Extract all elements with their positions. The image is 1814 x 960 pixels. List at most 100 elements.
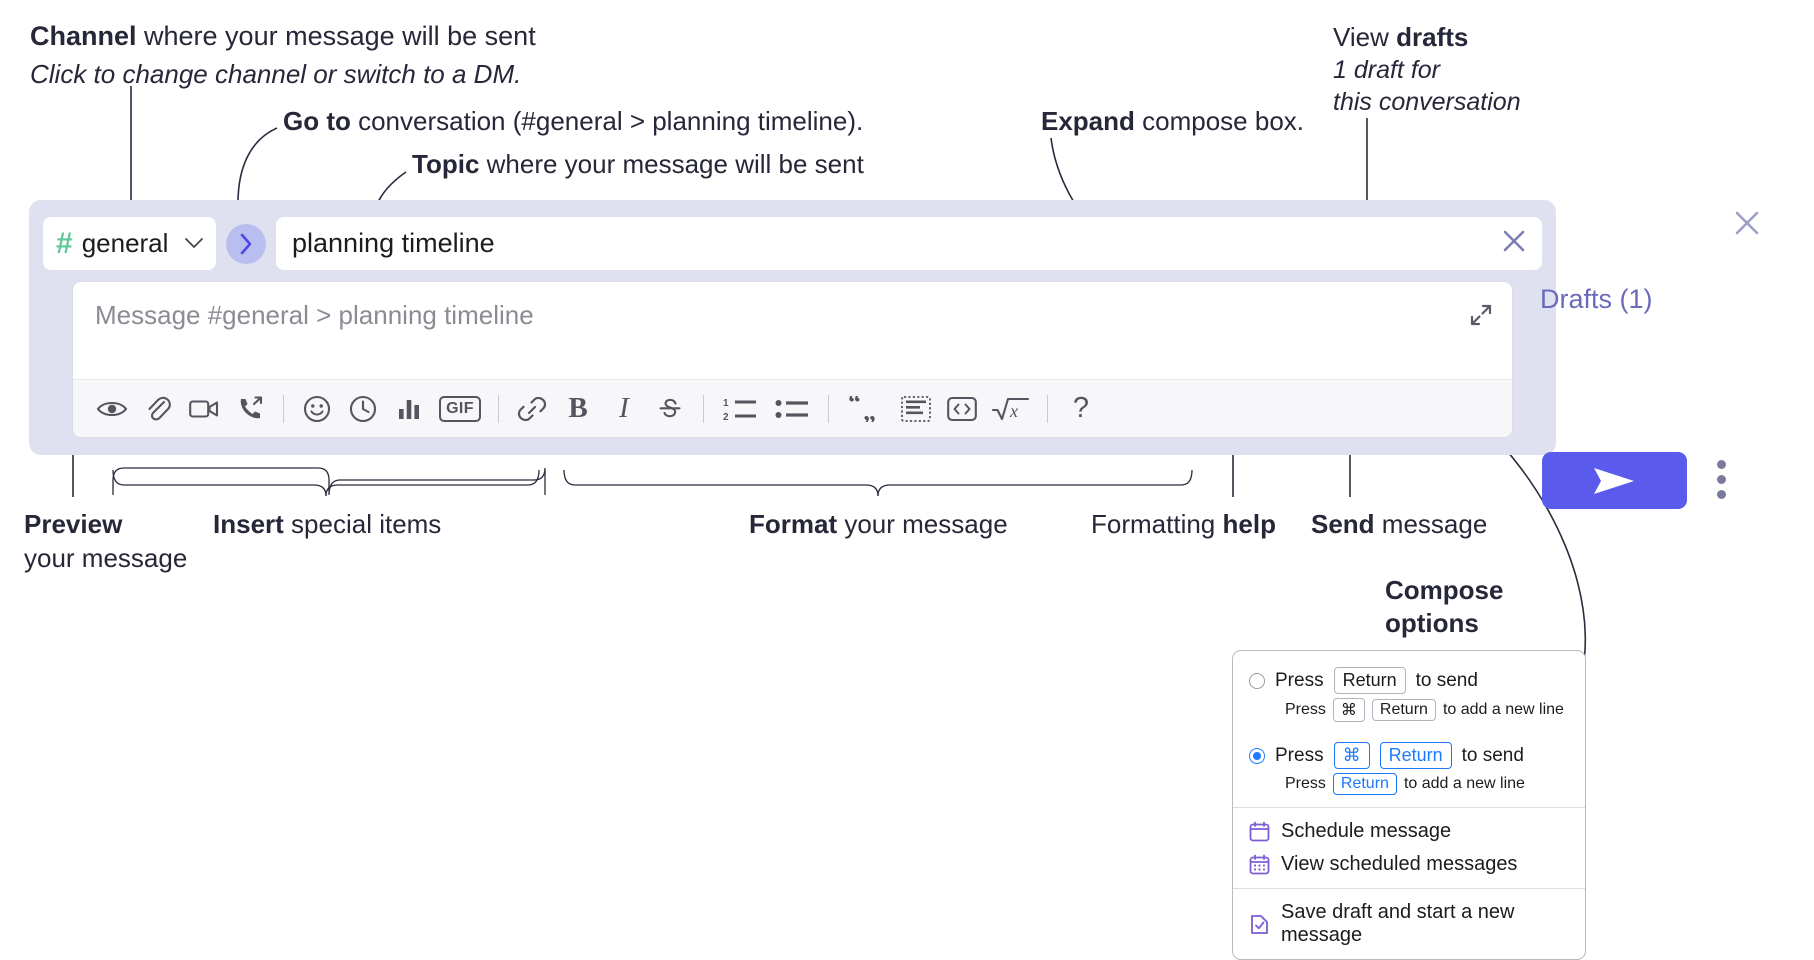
- code-block-icon[interactable]: [893, 386, 939, 432]
- radio2-post: to send: [1461, 744, 1524, 766]
- radio2-key2: Return: [1379, 742, 1452, 769]
- radio1-sub-key1: ⌘: [1332, 698, 1365, 722]
- radio2-sub-post: to add a new line: [1403, 775, 1525, 792]
- channel-name: general: [81, 228, 169, 258]
- goto-conversation-button[interactable]: [226, 223, 266, 264]
- poll-bar-chart-icon[interactable]: [386, 386, 432, 432]
- divider: [498, 394, 499, 423]
- clock-icon[interactable]: [340, 386, 386, 432]
- annotation-help-bold: help: [1222, 509, 1276, 539]
- inline-code-icon[interactable]: [939, 386, 985, 432]
- annotation-preview-sub: your message: [24, 542, 188, 573]
- menu-radio-return-sub: Press ⌘ Return to add a new line: [1233, 696, 1585, 732]
- annotation-channel-rest: where your message will be sent: [136, 21, 536, 51]
- link-icon[interactable]: [509, 386, 555, 432]
- italic-icon[interactable]: I: [601, 386, 647, 432]
- gif-label: GIF: [439, 395, 481, 422]
- divider: [703, 394, 704, 423]
- huddle-phone-icon[interactable]: [227, 386, 273, 432]
- bulleted-list-icon[interactable]: [766, 386, 818, 432]
- kebab-dot: [1717, 460, 1726, 469]
- menu-radio-cmd-return-sub: Press Return to add a new line: [1233, 771, 1585, 805]
- radio1-post: to send: [1415, 669, 1478, 691]
- annotation-expand-rest: compose box.: [1134, 106, 1305, 136]
- send-button[interactable]: [1542, 452, 1687, 509]
- menu-radio-cmd-return-to-send[interactable]: Press ⌘ Return to send: [1233, 732, 1585, 771]
- menu-radio-return-to-send[interactable]: Press Return to send: [1233, 657, 1585, 696]
- menu-item-save-draft[interactable]: Save draft and start a new message: [1233, 896, 1585, 952]
- annotation-drafts: View drafts 1 draft for this conversatio…: [1333, 21, 1521, 118]
- annotation-goto-rest: conversation (#general > planning timeli…: [350, 106, 864, 136]
- menu-item-view-scheduled-messages[interactable]: View scheduled messages: [1233, 848, 1585, 881]
- channel-selector[interactable]: # general: [43, 217, 216, 270]
- annotation-format-rest: your message: [837, 509, 1008, 539]
- compose-topbar: # general planning timeline: [43, 217, 1542, 270]
- kebab-dot: [1717, 475, 1726, 484]
- annotation-send-bold: Send: [1311, 509, 1375, 539]
- menu-item-schedule-message[interactable]: Schedule message: [1233, 815, 1585, 848]
- menu-item-label: Save draft and start a new message: [1281, 901, 1515, 946]
- radio2-key1: ⌘: [1333, 742, 1370, 769]
- divider: [283, 394, 284, 423]
- annotation-compose-bold1: Compose: [1385, 575, 1504, 605]
- topic-value: planning timeline: [292, 228, 495, 258]
- emoji-smiley-icon[interactable]: [294, 386, 340, 432]
- strikethrough-icon[interactable]: [647, 386, 693, 432]
- ordered-list-icon[interactable]: 1 2: [714, 386, 766, 432]
- hash-icon: #: [56, 226, 73, 260]
- calendar-grid-icon: [1249, 854, 1270, 875]
- radio2-sub-key: Return: [1332, 773, 1397, 795]
- annotation-goto-bold: Go to: [283, 106, 351, 136]
- help-label: ?: [1072, 392, 1090, 424]
- chevron-down-icon: [185, 234, 203, 254]
- radio1-sub-post: to add a new line: [1442, 701, 1564, 718]
- annotation-channel-bold: Channel: [30, 21, 137, 51]
- annotation-format: Format your message: [749, 508, 1008, 541]
- annotation-compose-bold2: options: [1385, 608, 1479, 639]
- math-icon[interactable]: x: [985, 386, 1037, 432]
- svg-text:x: x: [1009, 401, 1018, 421]
- annotation-send: Send message: [1311, 508, 1487, 541]
- annotation-send-rest: message: [1374, 509, 1488, 539]
- preview-eye-icon[interactable]: [89, 386, 135, 432]
- radio1-sub-key2: Return: [1371, 699, 1436, 721]
- formatting-help-icon[interactable]: ?: [1058, 386, 1104, 432]
- annotation-topic-rest: where your message will be sent: [479, 149, 864, 179]
- italic-label: I: [619, 392, 629, 424]
- annotation-help-pre: Formatting: [1091, 509, 1223, 539]
- annotation-drafts-sub2: this conversation: [1333, 87, 1521, 116]
- annotation-insert-bold: Insert: [213, 509, 284, 539]
- drafts-link[interactable]: Drafts (1): [1540, 284, 1653, 314]
- panel-close-icon[interactable]: [1732, 208, 1762, 243]
- annotation-drafts-pre: View: [1333, 22, 1397, 52]
- video-camera-icon[interactable]: [181, 386, 227, 432]
- save-draft-icon: [1249, 914, 1270, 935]
- bold-icon[interactable]: B: [555, 386, 601, 432]
- calendar-icon: [1249, 821, 1270, 842]
- svg-text:„: „: [863, 397, 876, 422]
- close-icon[interactable]: [1500, 227, 1528, 261]
- topic-input[interactable]: planning timeline: [276, 217, 1542, 270]
- radio-icon: [1249, 672, 1265, 689]
- compose-options-menu: Press Return to send Press ⌘ Return to a…: [1232, 650, 1586, 960]
- svg-text:“: “: [848, 396, 861, 417]
- blockquote-icon[interactable]: “ „: [839, 386, 893, 432]
- divider: [828, 394, 829, 423]
- bold-label: B: [568, 392, 588, 424]
- svg-text:2: 2: [723, 412, 729, 422]
- radio1-pre: Press: [1275, 669, 1324, 691]
- radio2-pre: Press: [1275, 744, 1324, 766]
- attachment-paperclip-icon[interactable]: [135, 386, 181, 432]
- radio1-key: Return: [1333, 667, 1406, 694]
- expand-icon[interactable]: [1468, 302, 1494, 333]
- gif-icon[interactable]: GIF: [432, 386, 488, 432]
- annotation-expand: Expand compose box.: [1041, 105, 1304, 138]
- annotation-preview-bold: Preview: [24, 509, 123, 539]
- annotation-drafts-sub1: 1 draft for: [1333, 55, 1440, 84]
- message-input-box[interactable]: Message #general > planning timeline: [72, 281, 1513, 438]
- radio1-sub-pre: Press: [1285, 701, 1326, 718]
- menu-item-label: Schedule message: [1281, 820, 1452, 842]
- compose-options-button[interactable]: [1717, 460, 1726, 499]
- annotation-preview: Preview your message: [24, 508, 187, 576]
- radio2-sub-pre: Press: [1285, 775, 1326, 792]
